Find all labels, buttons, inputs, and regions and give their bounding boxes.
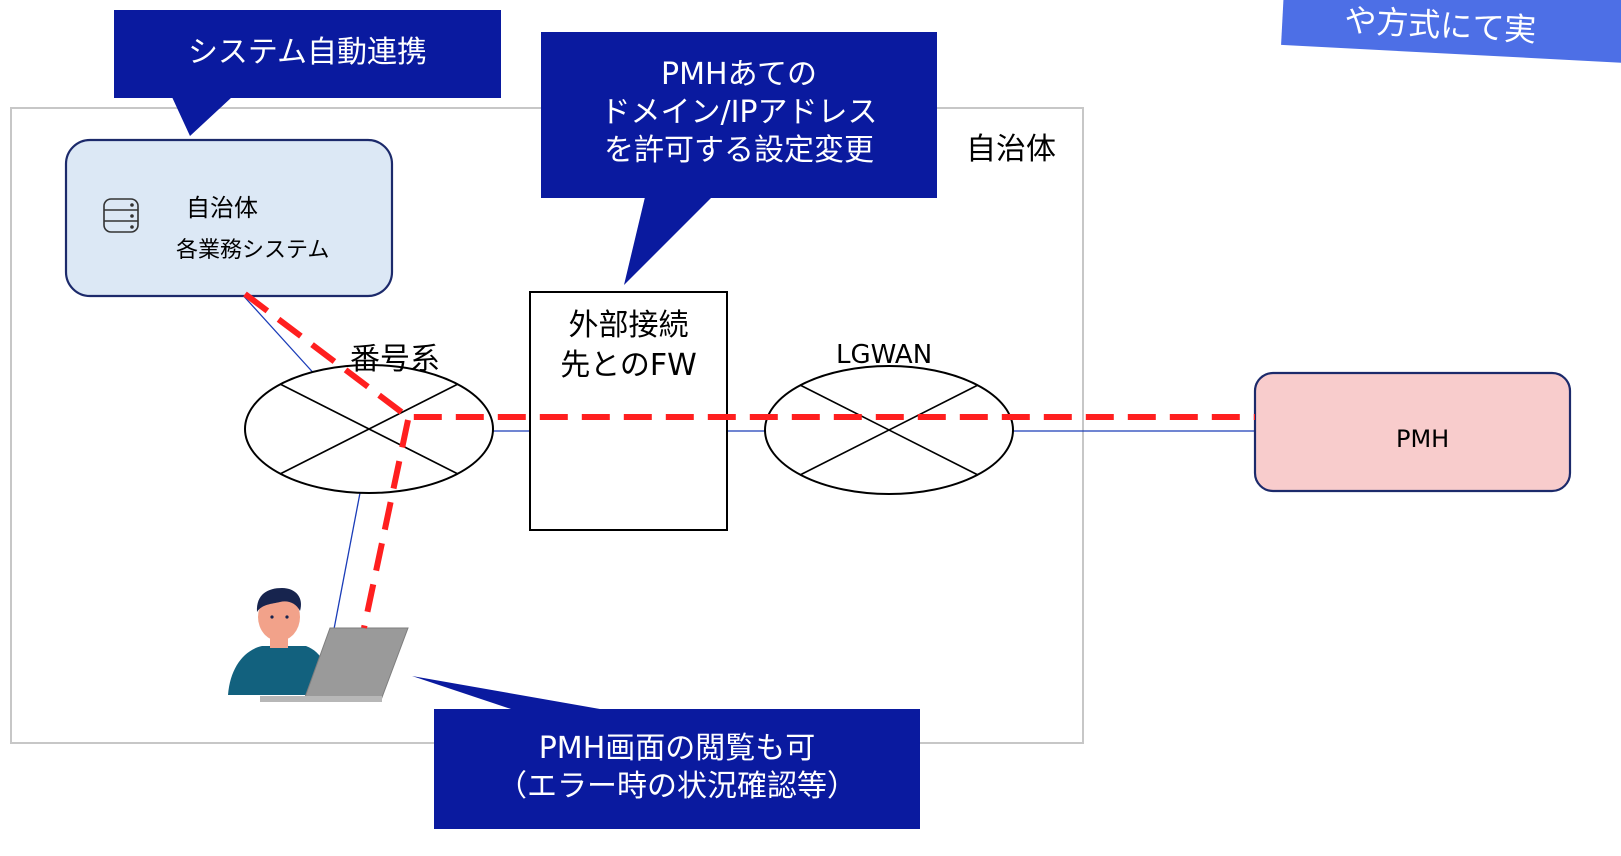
firewall-box: [529, 291, 728, 531]
communication-path: [243, 291, 1255, 629]
callout-fw-line-1: PMHあての: [661, 57, 817, 92]
callout-fw-setting-shape: [541, 32, 937, 285]
network-links: [239, 291, 1255, 651]
bangou-network-symbol: [244, 364, 494, 494]
callout-pmh-line-2: （エラー時の状況確認等）: [497, 769, 857, 804]
boundary-label: 自治体: [966, 132, 1056, 167]
lgwan-network-symbol: [764, 365, 1014, 495]
callout-fw-line-3: を許可する設定変更: [604, 133, 874, 168]
callout-system-link-text: システム自動連携: [187, 35, 428, 70]
callout-system-link: システム自動連携: [114, 34, 501, 72]
system-box-title: 自治体: [186, 194, 258, 222]
callout-pmh-view-shape: [412, 676, 920, 829]
callout-system-link-shape: [114, 10, 501, 136]
database-icon: [103, 198, 139, 233]
callout-fw-line-2: ドメイン/IPアドレス: [600, 95, 878, 130]
laptop-icon: [260, 627, 409, 702]
system-box-subtitle: 各業務システム: [176, 238, 330, 263]
callout-pmh-view: PMH画面の閲覧も可 （エラー時の状況確認等）: [434, 730, 920, 806]
link-bangou-to-user: [329, 492, 361, 651]
bangou-network-label: 番号系: [350, 342, 440, 377]
callout-pmh-line-1: PMH画面の閲覧も可: [538, 731, 816, 766]
person-icon: [228, 588, 330, 695]
system-box: [64, 138, 394, 298]
pmh-box: [1253, 371, 1572, 493]
callout-fw-setting: PMHあての ドメイン/IPアドレス を許可する設定変更: [541, 56, 937, 170]
firewall-label: 外部接続 先とのFW: [530, 306, 727, 386]
firewall-label-line-2: 先とのFW: [560, 348, 697, 383]
pmh-label: PMH: [1396, 425, 1450, 453]
lgwan-network-label: LGWAN: [836, 340, 933, 370]
link-system-to-bangou: [239, 291, 319, 379]
firewall-label-line-1: 外部接続: [568, 308, 689, 343]
